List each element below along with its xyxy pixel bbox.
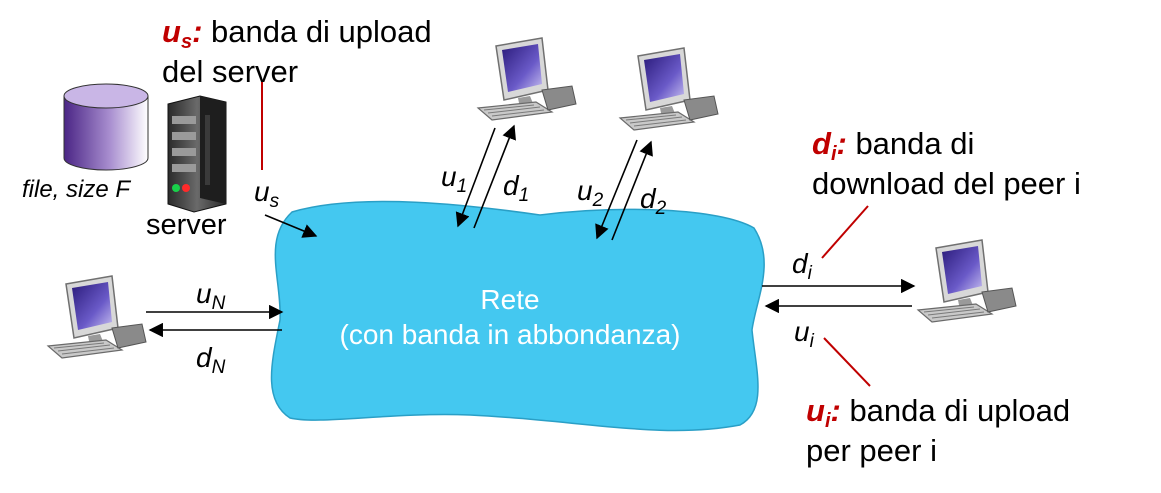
network-label-line2: (con banda in abbondanza) <box>339 319 681 350</box>
link-label-di: di <box>792 248 812 284</box>
server-label: server <box>146 209 227 241</box>
link-label-us: us <box>254 176 280 212</box>
link-label-u1: u1 <box>441 161 468 197</box>
arrow-u2 <box>595 139 638 240</box>
link-label-uN: uN <box>196 278 226 314</box>
server-upload-annotation: us: banda di upload del server <box>162 14 432 89</box>
arrow-d2 <box>611 140 653 241</box>
annotation-leaders <box>261 82 871 387</box>
peer-download-annotation: di: banda di download del peer i <box>812 126 1081 201</box>
file-database-icon <box>63 83 149 171</box>
arrow-u1 <box>455 127 496 228</box>
network-cloud <box>270 200 765 432</box>
peer-n-computer-icon <box>47 275 147 359</box>
network-label-line1: Rete <box>480 284 540 315</box>
link-arrows <box>146 124 916 338</box>
leader-peer-download <box>821 205 869 259</box>
arrow-server-upload <box>264 214 318 238</box>
leader-peer-upload <box>823 337 871 387</box>
server-tower-icon <box>167 95 227 213</box>
link-label-dN: dN <box>196 342 226 378</box>
peer-upload-annotation: ui: banda di upload per peer i <box>806 393 1071 468</box>
link-label-d2: d2 <box>640 183 667 219</box>
arrow-d1 <box>473 124 516 229</box>
link-label-u2: u2 <box>577 175 604 211</box>
link-label-ui: ui <box>794 316 814 352</box>
peer-i-computer-icon <box>917 239 1017 323</box>
link-label-d1: d1 <box>503 170 530 206</box>
file-size-label: file, size F <box>22 176 131 203</box>
peer-2-computer-icon <box>619 47 719 131</box>
peer-1-computer-icon <box>477 37 577 121</box>
network-label: Rete (con banda in abbondanza) <box>300 282 720 352</box>
